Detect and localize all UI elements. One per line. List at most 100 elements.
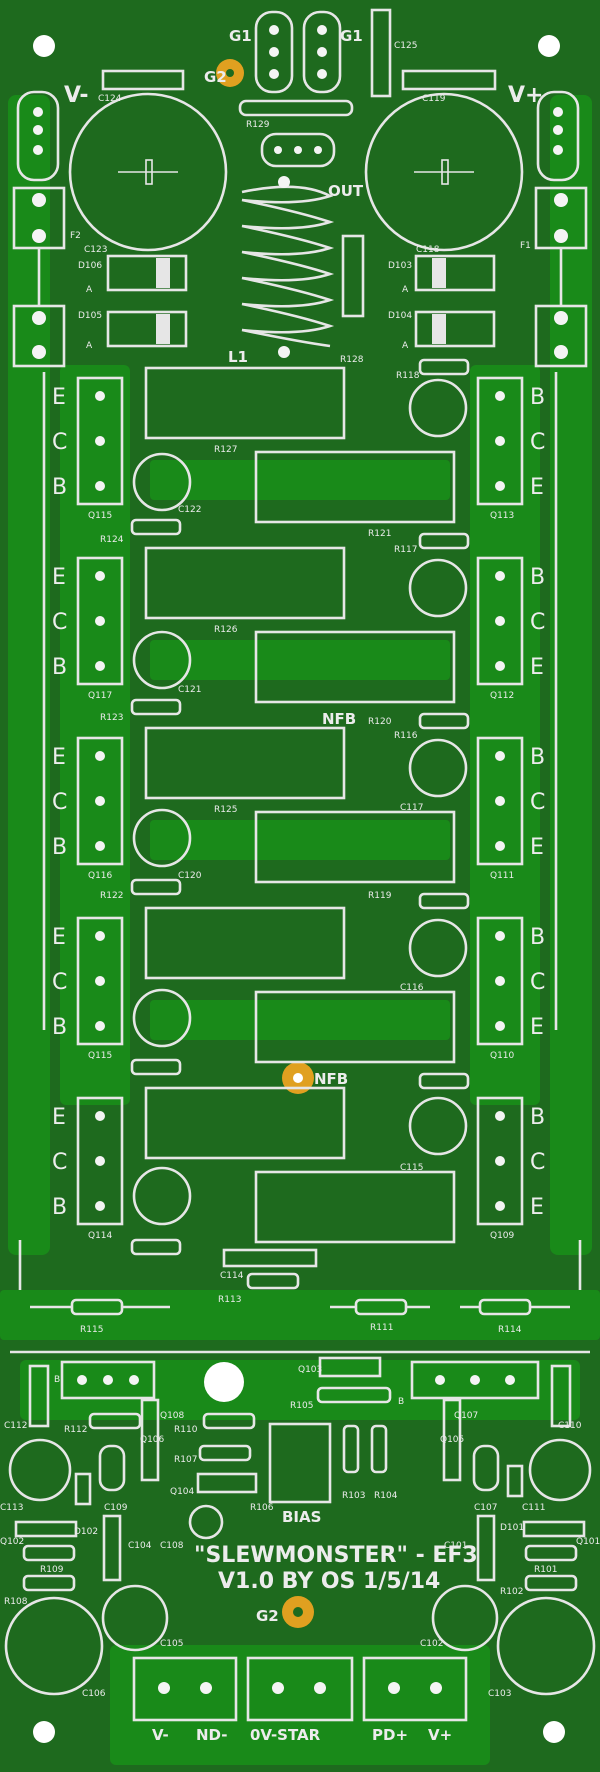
emitter-resistors [144,366,456,1244]
pad [495,1021,505,1031]
ref: R113 [218,1295,241,1305]
label-nfb-mid: NFB [314,1070,348,1088]
ref: R118 [396,371,420,381]
ref: R128 [340,355,364,365]
pad [95,1111,105,1121]
pad [95,751,105,761]
driver-section [4,1356,596,1696]
output-inductor [241,176,365,358]
pad [495,481,505,491]
pad [95,1156,105,1166]
pad [495,751,505,761]
conn-v-minus: V- [152,1726,169,1744]
ref: Q114 [88,1231,113,1241]
ref: R120 [368,717,392,727]
ref: C120 [178,871,202,881]
main-capacitors [68,92,524,252]
ref: Q109 [490,1231,515,1241]
ref: D101 [500,1523,524,1533]
pin-label-right: B [530,565,545,590]
pin-label-right: B [530,745,545,770]
pin-label-left: E [52,385,66,410]
label-g1-right: G1 [340,27,363,45]
pad [95,841,105,851]
ref: C114 [220,1271,244,1281]
transistor-right [476,1096,524,1226]
ref: A [402,285,409,295]
pad [95,1201,105,1211]
ref: Q102 [0,1537,24,1547]
ref: D104 [388,311,412,321]
ref: Q112 [490,691,514,701]
label-g2-top: G2 [204,68,227,86]
transistor-right [476,916,524,1046]
pad [495,436,505,446]
top-film-caps [101,69,497,117]
pad [95,571,105,581]
ref: C125 [394,41,417,51]
pad [495,1111,505,1121]
ref: C110 [558,1421,582,1431]
pin-label-left: E [52,565,66,590]
base-resistors [30,358,570,1316]
ref: C119 [422,94,446,104]
transistor-right [476,736,524,866]
ref: C106 [82,1689,106,1699]
ref: R107 [174,1455,197,1465]
pad [495,1201,505,1211]
pin-label-right: E [530,835,544,860]
transistor-right [476,556,524,686]
ref: R127 [214,445,237,455]
ref: C109 [104,1503,128,1513]
ref: R117 [394,545,417,555]
pin-label-left: C [52,790,67,815]
pin-label-left: C [52,1150,67,1175]
pin-label-left: B [52,1015,67,1040]
ref: C121 [178,685,201,695]
ref: R121 [368,529,391,539]
ref: R111 [370,1323,393,1333]
ref: C122 [178,505,201,515]
ref: B [398,1397,404,1407]
label-v-minus: V- [64,83,89,108]
pad [495,661,505,671]
ref: R126 [214,625,238,635]
ref: C115 [400,1163,423,1173]
pin-label-right: C [530,610,545,635]
pin-label-left: B [52,1195,67,1220]
ref: R102 [500,1587,523,1597]
conn-pd-plus: PD+ [372,1726,408,1744]
conn-nd-minus: ND- [196,1726,228,1744]
pad [495,391,505,401]
pad [95,796,105,806]
ref: R108 [4,1597,28,1607]
ref: R109 [40,1565,64,1575]
pin-label-right: E [530,655,544,680]
mounting-holes [33,35,565,1743]
rails [18,372,582,1290]
pin-label-right: E [530,475,544,500]
pad [95,661,105,671]
ref: R115 [80,1325,103,1335]
ref: Q117 [88,691,112,701]
ref: C124 [98,94,122,104]
ref: R122 [100,891,123,901]
label-out: OUT [328,182,364,200]
transistor-left [76,556,124,686]
ref: R125 [214,805,237,815]
transistor-left [76,916,124,1046]
transistor-right [476,376,524,506]
pin-label-right: C [530,970,545,995]
pad [495,931,505,941]
rectifier-diodes [106,254,496,348]
pad [95,931,105,941]
label-g1-left: G1 [229,27,252,45]
ref: C111 [522,1503,545,1513]
pin-label-left: C [52,430,67,455]
label-l1: L1 [228,348,248,366]
ref: R106 [250,1503,274,1513]
pin-label-right: B [530,925,545,950]
pad [95,976,105,986]
